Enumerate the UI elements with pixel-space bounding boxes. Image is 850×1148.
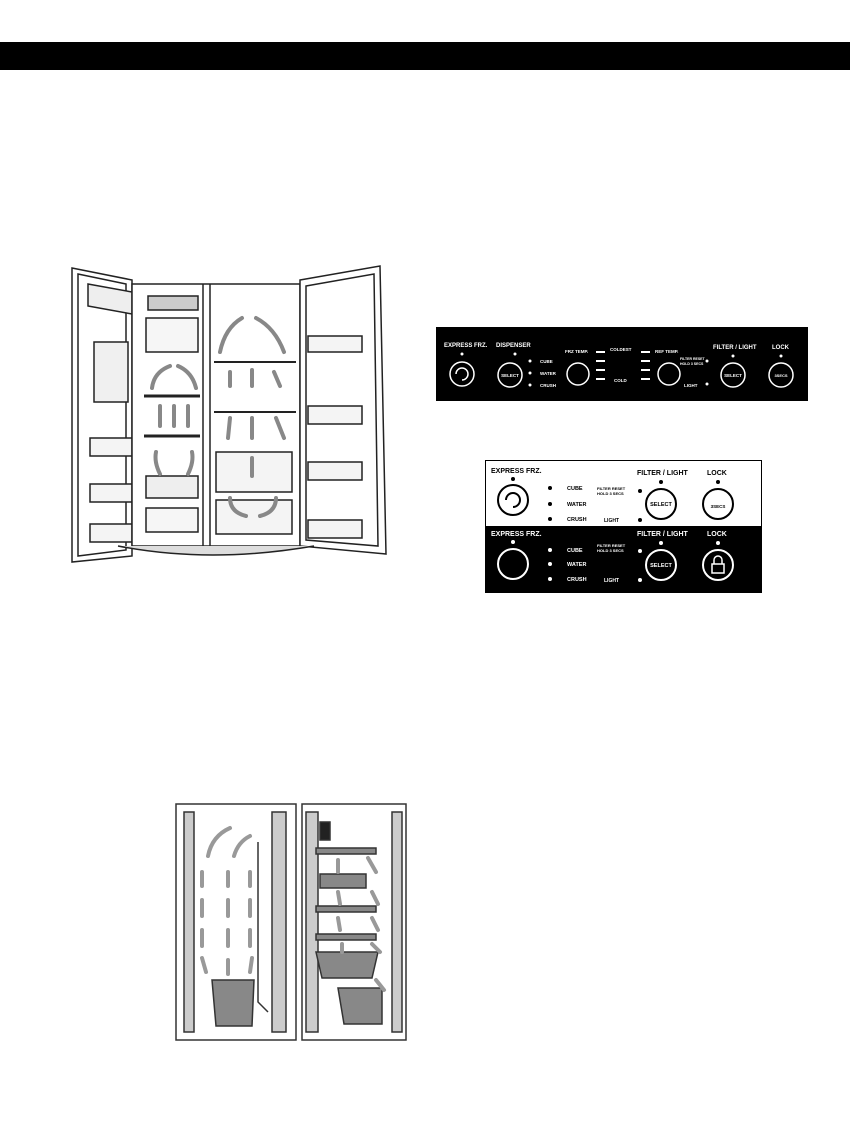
- fridge-airflow-illustration: [71, 265, 387, 563]
- cube-label: CUBE: [540, 359, 553, 364]
- coldest-label: COLDEST: [610, 347, 632, 352]
- filter-reset-label: FILTER RESET: [680, 357, 705, 361]
- lock-button-label: 3SECS: [774, 373, 787, 378]
- hold-secs-label-2: HOLD 3 SECS: [597, 491, 624, 496]
- filter-select-label-3: SELECT: [650, 563, 672, 569]
- dispenser-label: DISPENSER: [496, 343, 531, 349]
- express-frz-button-3[interactable]: [497, 548, 529, 580]
- header-bar: [0, 42, 850, 70]
- water-label-3: WATER: [567, 562, 586, 568]
- lock-button-3[interactable]: [702, 549, 734, 581]
- filter-select-label: SELECT: [724, 373, 742, 378]
- cold-label: COLD: [614, 378, 627, 383]
- filter-select-button-2[interactable]: [645, 488, 677, 520]
- hold-secs-label-3: HOLD 3 SECS: [597, 548, 624, 553]
- cube-label-3: CUBE: [567, 548, 583, 554]
- ref-temp-label: REF TEMP.: [655, 349, 678, 354]
- light-label: LIGHT: [684, 383, 698, 388]
- cabinet-airflow-sections: [175, 803, 407, 1041]
- control-panel-variants: EXPRESS FRZ. FILTER / LIGHT LOCK CUBE WA…: [485, 460, 762, 593]
- filter-light-label: FILTER / LIGHT: [713, 345, 757, 351]
- filter-reset-label-2: FILTER RESET: [597, 486, 626, 491]
- crush-label-2: CRUSH: [567, 517, 587, 523]
- swirl-icon-2: [505, 492, 521, 508]
- water-label: WATER: [540, 371, 557, 376]
- filter-light-label-2: FILTER / LIGHT: [637, 470, 689, 477]
- dispenser-select-label: SELECT: [501, 373, 519, 378]
- express-frz-label-3: EXPRESS FRZ.: [491, 531, 542, 538]
- light-label-2: LIGHT: [604, 518, 619, 524]
- hold-secs-label: HOLD 3 SECS: [680, 362, 704, 366]
- light-label-3: LIGHT: [604, 578, 619, 584]
- water-label-2: WATER: [567, 502, 586, 508]
- express-frz-label-2: EXPRESS FRZ.: [491, 468, 542, 475]
- lock-button-2[interactable]: [702, 488, 734, 520]
- dispenser-select-button[interactable]: [497, 362, 523, 388]
- crush-label: CRUSH: [540, 383, 556, 388]
- express-frz-button[interactable]: [449, 361, 475, 387]
- filter-reset-label-3: FILTER RESET: [597, 543, 626, 548]
- lock-button-label-2: 3SECS: [711, 504, 726, 509]
- filter-light-label-3: FILTER / LIGHT: [637, 531, 689, 538]
- lock-label-2: LOCK: [707, 470, 727, 477]
- frz-temp-button[interactable]: [566, 362, 590, 386]
- express-frz-label: EXPRESS FRZ.: [444, 343, 488, 349]
- control-panel-full: EXPRESS FRZ. DISPENSER FRZ TEMP. COLDEST…: [436, 327, 808, 401]
- lock-label: LOCK: [772, 345, 790, 351]
- filter-select-button-3[interactable]: [645, 549, 677, 581]
- ref-temp-button[interactable]: [657, 362, 681, 386]
- lock-label-3: LOCK: [707, 531, 727, 538]
- crush-label-3: CRUSH: [567, 577, 587, 583]
- swirl-icon: [455, 367, 469, 381]
- cube-label-2: CUBE: [567, 486, 583, 492]
- express-frz-button-2[interactable]: [497, 484, 529, 516]
- filter-light-select-button[interactable]: [720, 362, 746, 388]
- filter-select-label-2: SELECT: [650, 502, 672, 508]
- padlock-icon: [711, 563, 725, 574]
- frz-temp-label: FRZ TEMP.: [565, 349, 588, 354]
- lock-button[interactable]: [768, 362, 794, 388]
